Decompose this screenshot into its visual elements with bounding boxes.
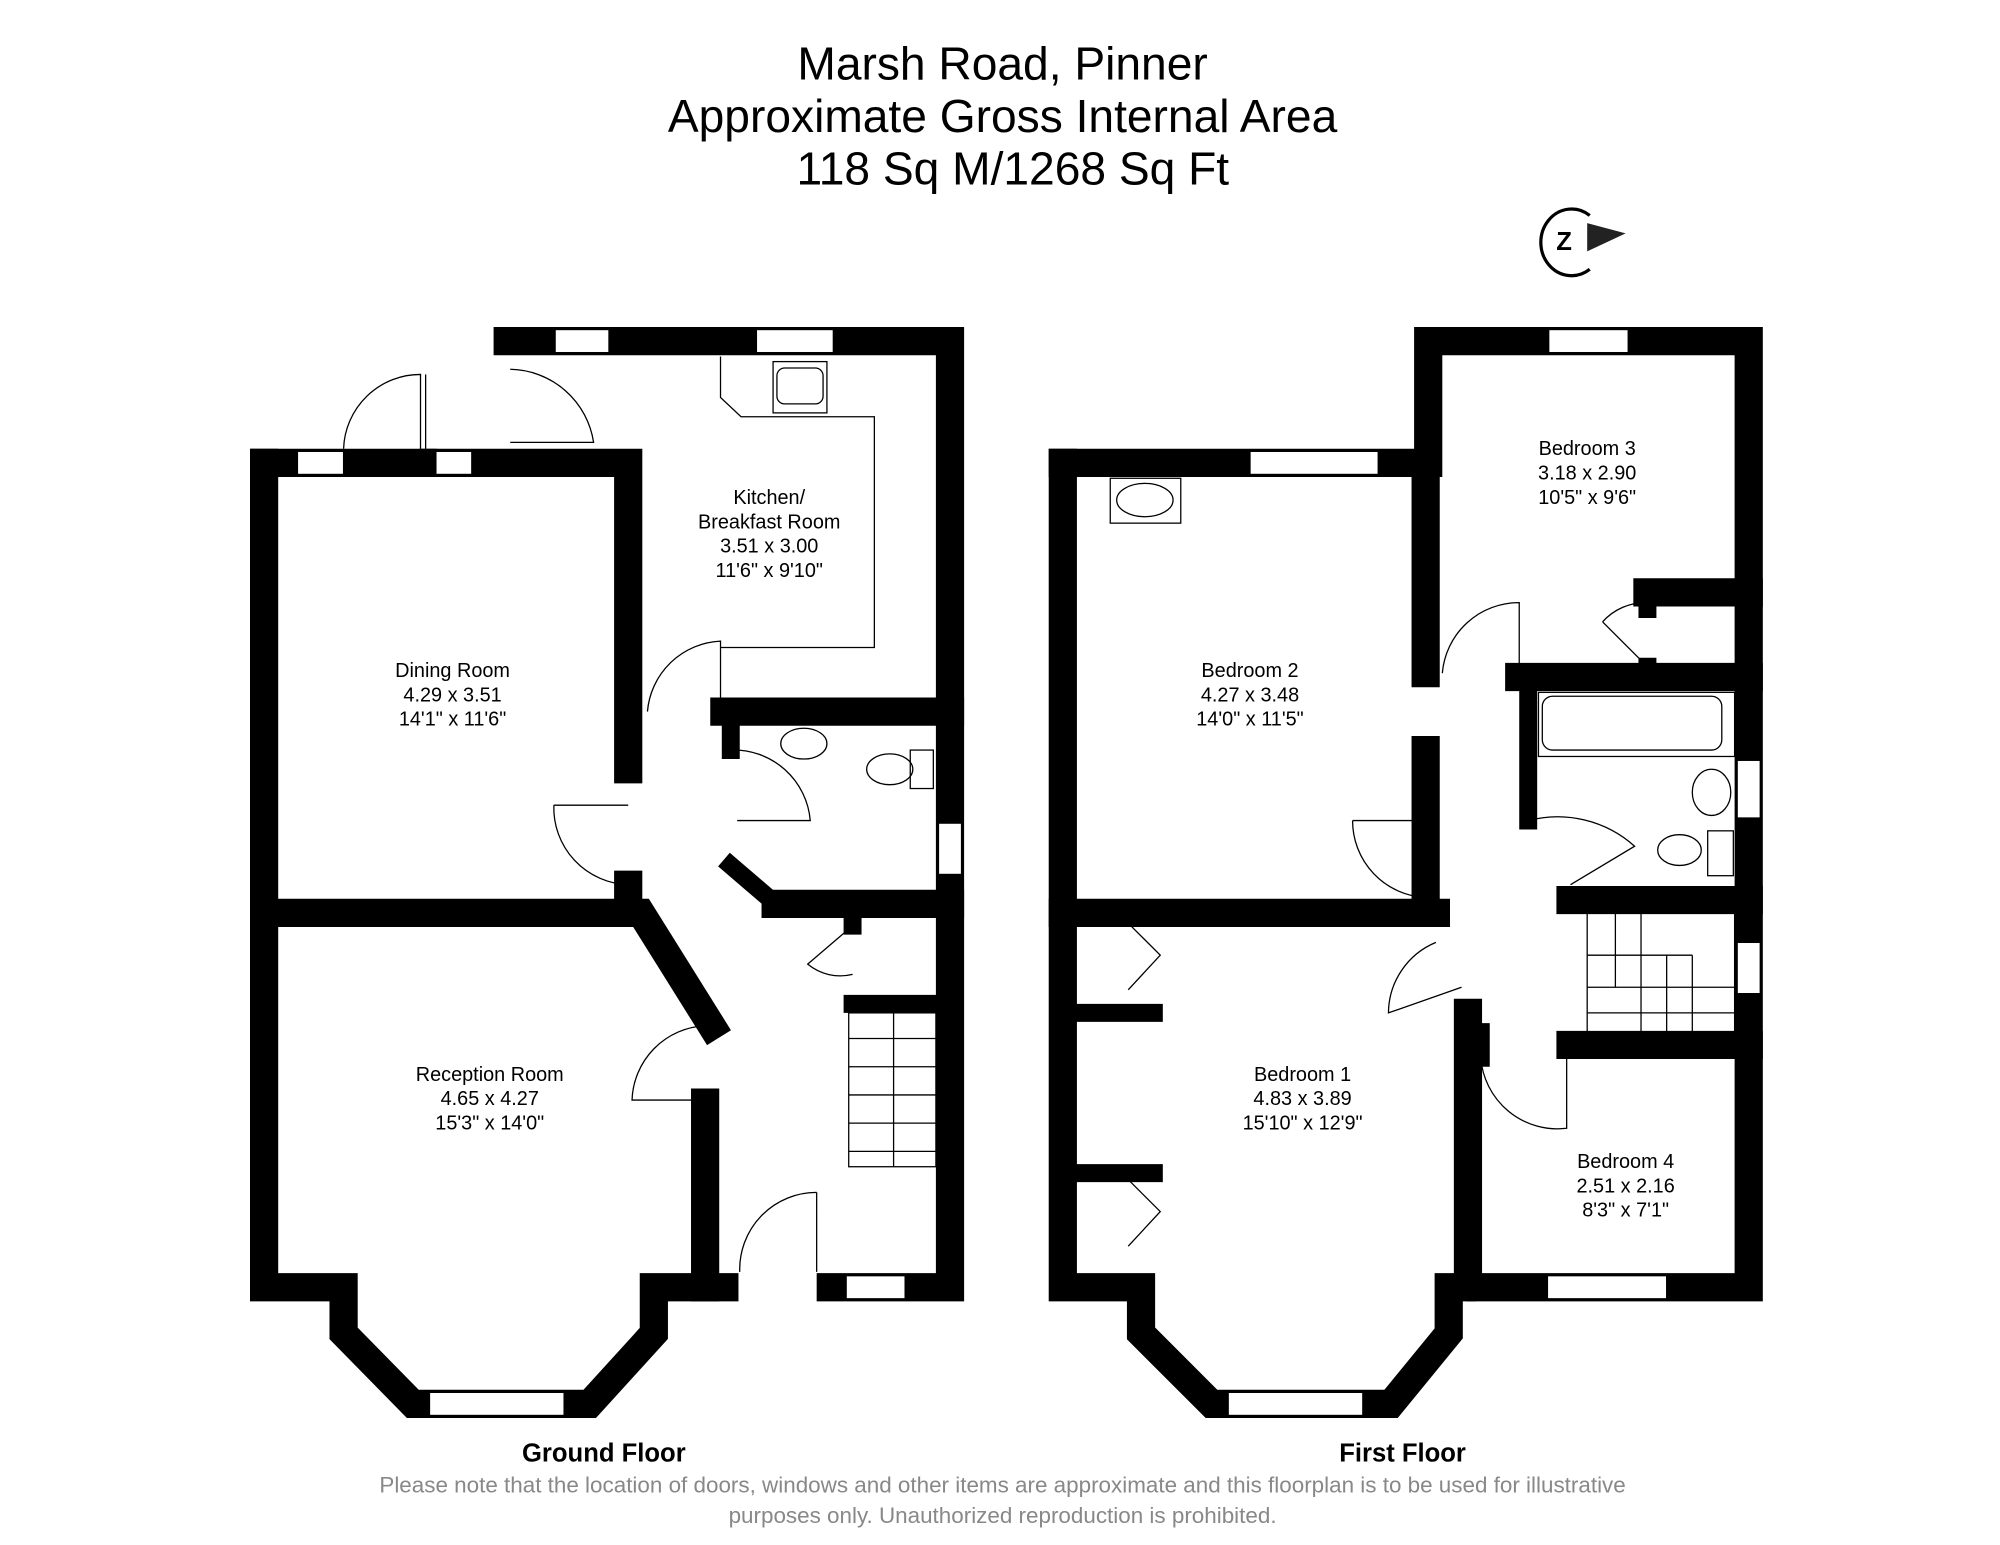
room-name-kitchen: Kitchen/ — [733, 487, 805, 509]
room-imperial-reception: 15'3" x 14'0" — [435, 1113, 544, 1135]
ground-floor-walls — [250, 326, 965, 1419]
bathroom-fittings — [1109, 477, 1736, 877]
window — [428, 1391, 565, 1417]
room-name-reception: Reception Room — [416, 1064, 564, 1086]
window — [755, 328, 834, 354]
first-floor-walls — [1048, 326, 1763, 1419]
doors — [1127, 601, 1648, 1247]
room-name-bedroom-2: Bedroom 2 — [1201, 660, 1298, 682]
toilet-icon — [866, 753, 914, 786]
room-metric-reception: 4.65 x 4.27 — [441, 1088, 539, 1110]
room-metric-bedroom-1: 4.83 x 3.89 — [1253, 1088, 1351, 1110]
basin-icon — [780, 727, 828, 760]
compass-letter: Z — [1556, 228, 1572, 256]
room-name-bedroom-3: Bedroom 3 — [1539, 438, 1636, 460]
room-imperial-bedroom-2: 14'0" x 11'5" — [1196, 709, 1303, 731]
wardrobe-doors — [1127, 922, 1162, 1247]
window — [937, 822, 963, 876]
room-metric-bedroom-3: 3.18 x 2.90 — [1538, 463, 1636, 485]
property-title: Marsh Road, Pinner — [797, 38, 1207, 90]
window — [435, 450, 473, 476]
doors — [342, 368, 853, 1272]
room-metric-bedroom-4: 2.51 x 2.16 — [1577, 1175, 1675, 1197]
ground-floor-label: Ground Floor — [522, 1440, 686, 1468]
window — [1736, 941, 1761, 995]
staircase — [848, 1012, 937, 1168]
wc-fittings — [780, 727, 934, 790]
bath-icon — [1541, 695, 1723, 751]
first-floor-plan: Bedroom 3 3.18 x 2.90 10'5" x 9'6" Bedro… — [1048, 326, 1763, 1419]
sink-icon — [776, 367, 824, 405]
window — [1548, 328, 1629, 354]
room-metric-dining: 4.29 x 3.51 — [403, 684, 501, 706]
room-imperial-dining: 14'1" x 11'6" — [399, 709, 506, 731]
ground-floor-plan: Kitchen/ Breakfast Room 3.51 x 3.00 11'6… — [250, 326, 965, 1419]
basin-icon — [1691, 768, 1732, 817]
room-metric-bedroom-2: 4.27 x 3.48 — [1201, 684, 1299, 706]
first-floor-label: First Floor — [1339, 1440, 1466, 1468]
window — [1546, 1275, 1668, 1300]
area-subtitle: Approximate Gross Internal Area — [668, 90, 1338, 142]
window — [296, 450, 345, 476]
room-name-dining: Dining Room — [395, 660, 510, 682]
area-value: 118 Sq M/1268 Sq Ft — [797, 143, 1230, 195]
window — [554, 328, 610, 354]
room-name-kitchen-2: Breakfast Room — [698, 511, 840, 533]
room-imperial-bedroom-3: 10'5" x 9'6" — [1538, 487, 1636, 509]
kitchen-worktop — [719, 356, 876, 649]
room-name-bedroom-1: Bedroom 1 — [1254, 1064, 1351, 1086]
basin-icon — [1116, 482, 1174, 518]
room-imperial-bedroom-1: 15'10" x 12'9" — [1243, 1113, 1363, 1135]
window — [1249, 450, 1379, 476]
disclaimer-line-1: Please note that the location of doors, … — [379, 1472, 1625, 1497]
room-imperial-bedroom-4: 8'3" x 7'1" — [1582, 1200, 1669, 1222]
room-name-bedroom-4: Bedroom 4 — [1577, 1151, 1674, 1173]
window — [845, 1275, 906, 1300]
toilet-icon — [1657, 834, 1702, 867]
room-metric-kitchen: 3.51 x 3.00 — [720, 536, 818, 558]
window — [1736, 759, 1761, 819]
window — [1227, 1391, 1364, 1417]
disclaimer-line-2: purposes only. Unauthorized reproduction… — [729, 1503, 1277, 1528]
room-imperial-kitchen: 11'6" x 9'10" — [716, 560, 823, 582]
staircase — [1586, 912, 1736, 1042]
north-arrow-icon: Z — [1539, 207, 1626, 278]
